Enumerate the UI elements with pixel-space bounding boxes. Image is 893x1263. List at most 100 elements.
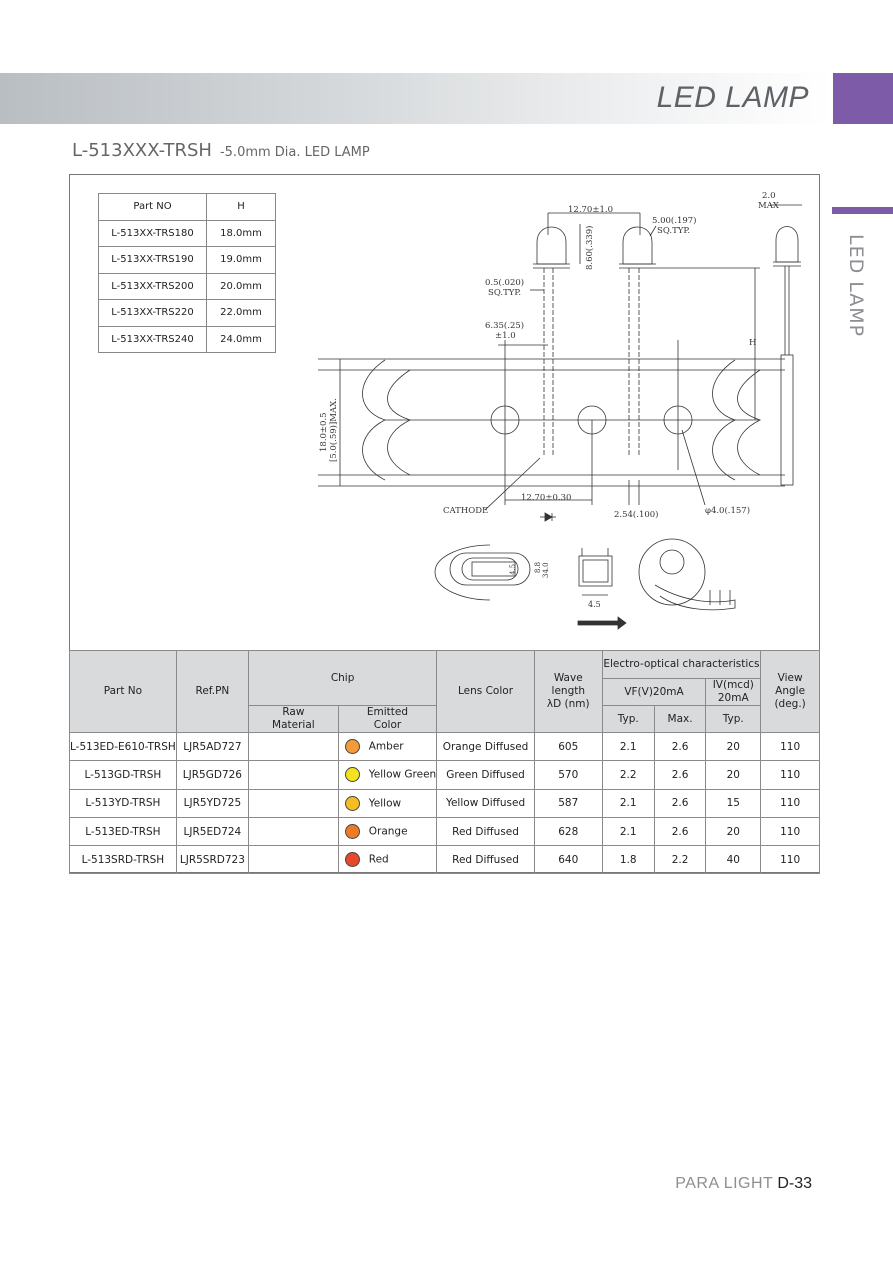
vf-typ-cell: 2.1	[601, 816, 655, 847]
color-swatch	[344, 795, 360, 811]
side-label: LED LAMP	[845, 234, 867, 338]
part-no-cell: L-513ED-TRSH	[69, 816, 177, 847]
vf-typ-cell: 2.2	[601, 760, 655, 790]
wavelength-cell: 587	[533, 788, 603, 818]
lens-color-cell: Yellow Diffused	[436, 788, 535, 818]
color-swatch	[344, 852, 360, 868]
box-dim-3: 34.0	[542, 562, 550, 578]
vf-typ-cell: 2.1	[601, 788, 655, 818]
part-no-cell: L-513YD-TRSH	[69, 788, 177, 818]
iv-typ-cell: 20	[705, 731, 762, 762]
dim-h-label: H	[749, 338, 756, 348]
dim-spacing-label: 2.54(.100)	[614, 509, 658, 520]
vf-typ-cell: 1.8	[601, 845, 655, 875]
header-iv: IV(mcd) 20mA	[705, 678, 762, 706]
color-swatch	[344, 767, 360, 783]
ref-pn-cell: LJR5SRD723	[175, 845, 250, 875]
emitted-color-cell: Yellow	[337, 788, 438, 818]
view-angle-cell: 110	[760, 760, 820, 790]
lens-color-cell: Green Diffused	[436, 760, 535, 790]
dim-top-label: 12.70±1.0	[568, 205, 613, 215]
color-swatch	[344, 739, 360, 755]
part-cell: L-513XX-TRS200	[98, 272, 207, 300]
header-vf: VF(V)20mA	[601, 678, 707, 706]
dim-tape-max: [5.0(.59)]MAX.	[328, 398, 339, 462]
emitted-color-cell: Orange	[337, 816, 438, 847]
iv-typ-cell: 20	[705, 816, 762, 847]
iv-typ-cell: 15	[705, 788, 762, 818]
vf-max-cell: 2.6	[653, 788, 707, 818]
wavelength-cell: 628	[533, 816, 603, 847]
part-cell: L-513XX-TRS190	[98, 246, 207, 274]
part-no-cell: L-513ED-E610-TRSH	[69, 731, 177, 762]
part-cell: L-513XX-TRS180	[98, 219, 207, 247]
header-vf-typ: Typ.	[601, 705, 655, 733]
vf-max-cell: 2.6	[653, 731, 707, 762]
h-cell: 22.0mm	[206, 299, 276, 327]
dim-max-value: 2.0	[762, 191, 776, 201]
banner-title: LED LAMP	[656, 81, 809, 114]
header-wave-length: Wave length λD (nm)	[533, 650, 603, 733]
column-header: H	[206, 193, 276, 221]
header-iv-typ: Typ.	[705, 705, 762, 733]
ref-pn-cell: LJR5AD727	[175, 731, 250, 762]
dimension-drawing: 12.70±1.0 8.60(.339) 5.00(.197) SQ.TYP. …	[318, 191, 802, 630]
emitted-color-label: Orange	[368, 825, 408, 838]
dim-lead-label: 0.5(.020)	[485, 277, 524, 288]
part-no-cell: L-513GD-TRSH	[69, 760, 177, 790]
view-angle-cell: 110	[760, 788, 820, 818]
part-no-cell: L-513SRD-TRSH	[69, 845, 177, 875]
h-cell: 24.0mm	[206, 325, 276, 353]
box-dim-2: 8.8	[534, 562, 542, 573]
emitted-color-label: Yellow	[368, 797, 402, 810]
dim-lens-height: 8.60(.339)	[584, 226, 595, 270]
page-number: D-33	[777, 1175, 812, 1192]
emitted-color-label: Red	[368, 853, 389, 866]
header-raw-material: Raw Material	[248, 705, 339, 733]
spec-table: Part No Ref.PN Chip Lens Color Wave leng…	[69, 650, 820, 875]
iv-typ-cell: 40	[705, 845, 762, 875]
footer-brand: PARA LIGHT	[675, 1175, 774, 1192]
header-ref-pn: Ref.PN	[175, 650, 250, 733]
vf-max-cell: 2.6	[653, 760, 707, 790]
h-cell: 20.0mm	[206, 272, 276, 300]
emitted-color-label: Amber	[368, 740, 404, 753]
emitted-color-label: Yellow Green	[368, 768, 437, 781]
header-vf-max: Max.	[653, 705, 707, 733]
dim-square-typ: SQ.TYP.	[657, 226, 690, 236]
dim-lead-typ: SQ.TYP.	[488, 288, 521, 298]
iv-typ-cell: 20	[705, 760, 762, 790]
wavelength-cell: 570	[533, 760, 603, 790]
raw-material-cell	[248, 816, 339, 847]
accent-block	[833, 73, 893, 124]
table-header-row: Part NO H	[98, 193, 276, 221]
dim-square-label: 5.00(.197)	[652, 215, 696, 226]
header-chip: Chip	[247, 650, 438, 706]
emitted-color-cell: Red	[337, 845, 438, 875]
header-lens-color: Lens Color	[436, 650, 535, 733]
raw-material-cell	[248, 845, 339, 875]
box-dim-4: 4.5	[588, 600, 601, 609]
vf-typ-cell: 2.1	[601, 731, 655, 762]
ref-pn-cell: LJR5ED724	[175, 816, 250, 847]
dim-hole-label: φ4.0(.157)	[705, 505, 750, 516]
view-angle-cell: 110	[760, 845, 820, 875]
h-cell: 18.0mm	[206, 219, 276, 247]
header-view-angle: View Angle (deg.)	[760, 650, 820, 733]
h-cell: 19.0mm	[206, 246, 276, 274]
emitted-color-cell: Yellow Green	[337, 760, 438, 790]
page-title: L-513XXX-TRSH-5.0mm Dia. LED LAMP	[72, 140, 370, 161]
ref-pn-cell: LJR5YD725	[175, 788, 250, 818]
lens-color-cell: Orange Diffused	[436, 731, 535, 762]
color-swatch	[344, 824, 360, 840]
